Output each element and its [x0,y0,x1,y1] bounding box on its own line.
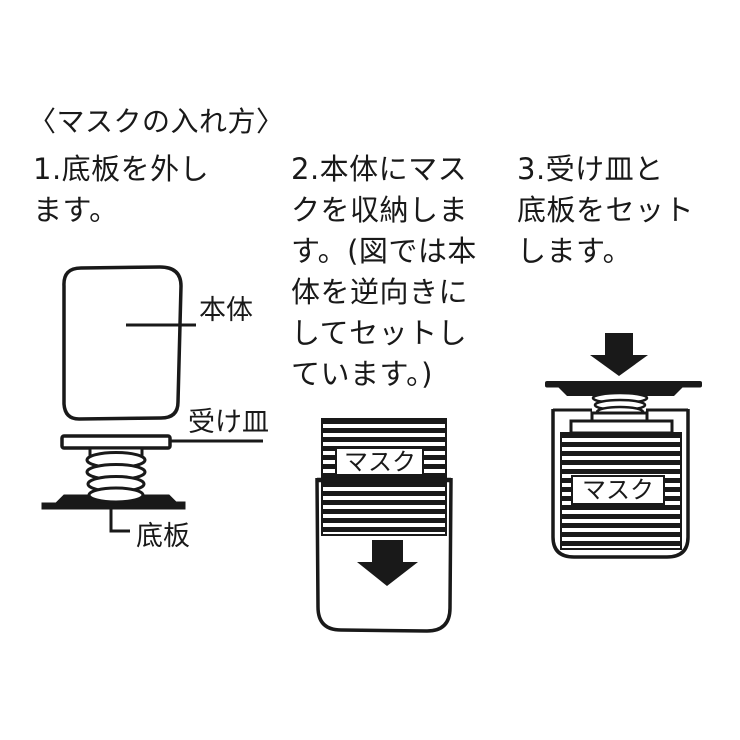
bottom-plate-bar [545,381,702,388]
body-label: 本体 [199,295,253,326]
diagram-step2-inserting-masks: マスク [315,418,453,633]
diagram-step3-setting-plate: マスク [545,333,702,559]
press-down-arrow-icon [590,333,648,376]
mask-label-box [335,447,424,476]
bottom-plate-shape [558,387,683,396]
step-1-instructions: 1.底板を外し ます。 [33,152,210,227]
tray-label: 受け皿 [188,407,269,438]
step-3-instructions: 3.受け皿と 底板をセット します。 [517,152,695,268]
mask-stack [321,418,447,536]
body-outline [62,265,183,421]
mask-label: マスク [582,476,654,504]
body-container-outline [315,477,453,633]
mask-stack-second-step [569,419,674,435]
step-2-instructions: 2.本体にマス クを収納しま す。(図では本 体を逆向きに してセットし ていま… [291,152,477,391]
tray-shape [60,434,172,450]
diagram-step1-exploded-dispenser: 本体 受け皿 底板 [41,265,269,552]
bottom-plate-pointer-line [109,509,130,533]
body-container-outline [551,409,690,559]
page-title: 〈マスクの入れ方〉 [28,105,285,138]
insert-down-arrow-icon [357,540,418,586]
spring [85,451,147,504]
mask-label-box [571,475,665,505]
bottom-plate-label: 底板 [136,521,190,552]
spring-coil [87,486,145,504]
mask-label: マスク [344,448,416,476]
